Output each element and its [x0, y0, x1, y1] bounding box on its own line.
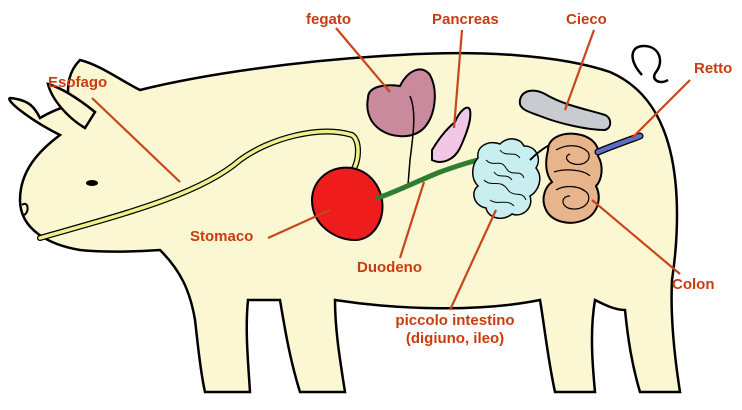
- label-duodeno: Duodeno: [357, 259, 422, 277]
- label-piccolo-intestino: piccolo intestino (digiuno, ileo): [360, 312, 550, 348]
- label-cieco: Cieco: [566, 11, 607, 29]
- small-intestine: [473, 139, 540, 218]
- label-retto: Retto: [694, 60, 732, 78]
- label-piccolo-line1: piccolo intestino: [360, 312, 550, 330]
- label-pancreas: Pancreas: [432, 11, 499, 29]
- label-colon: Colon: [672, 276, 715, 294]
- pig-eye: [86, 180, 98, 186]
- label-fegato: fegato: [306, 11, 351, 29]
- label-piccolo-line2: (digiuno, ileo): [360, 330, 550, 348]
- label-stomaco: Stomaco: [190, 228, 253, 246]
- pig-tail: [633, 46, 668, 82]
- label-esofago: Esofago: [48, 74, 107, 92]
